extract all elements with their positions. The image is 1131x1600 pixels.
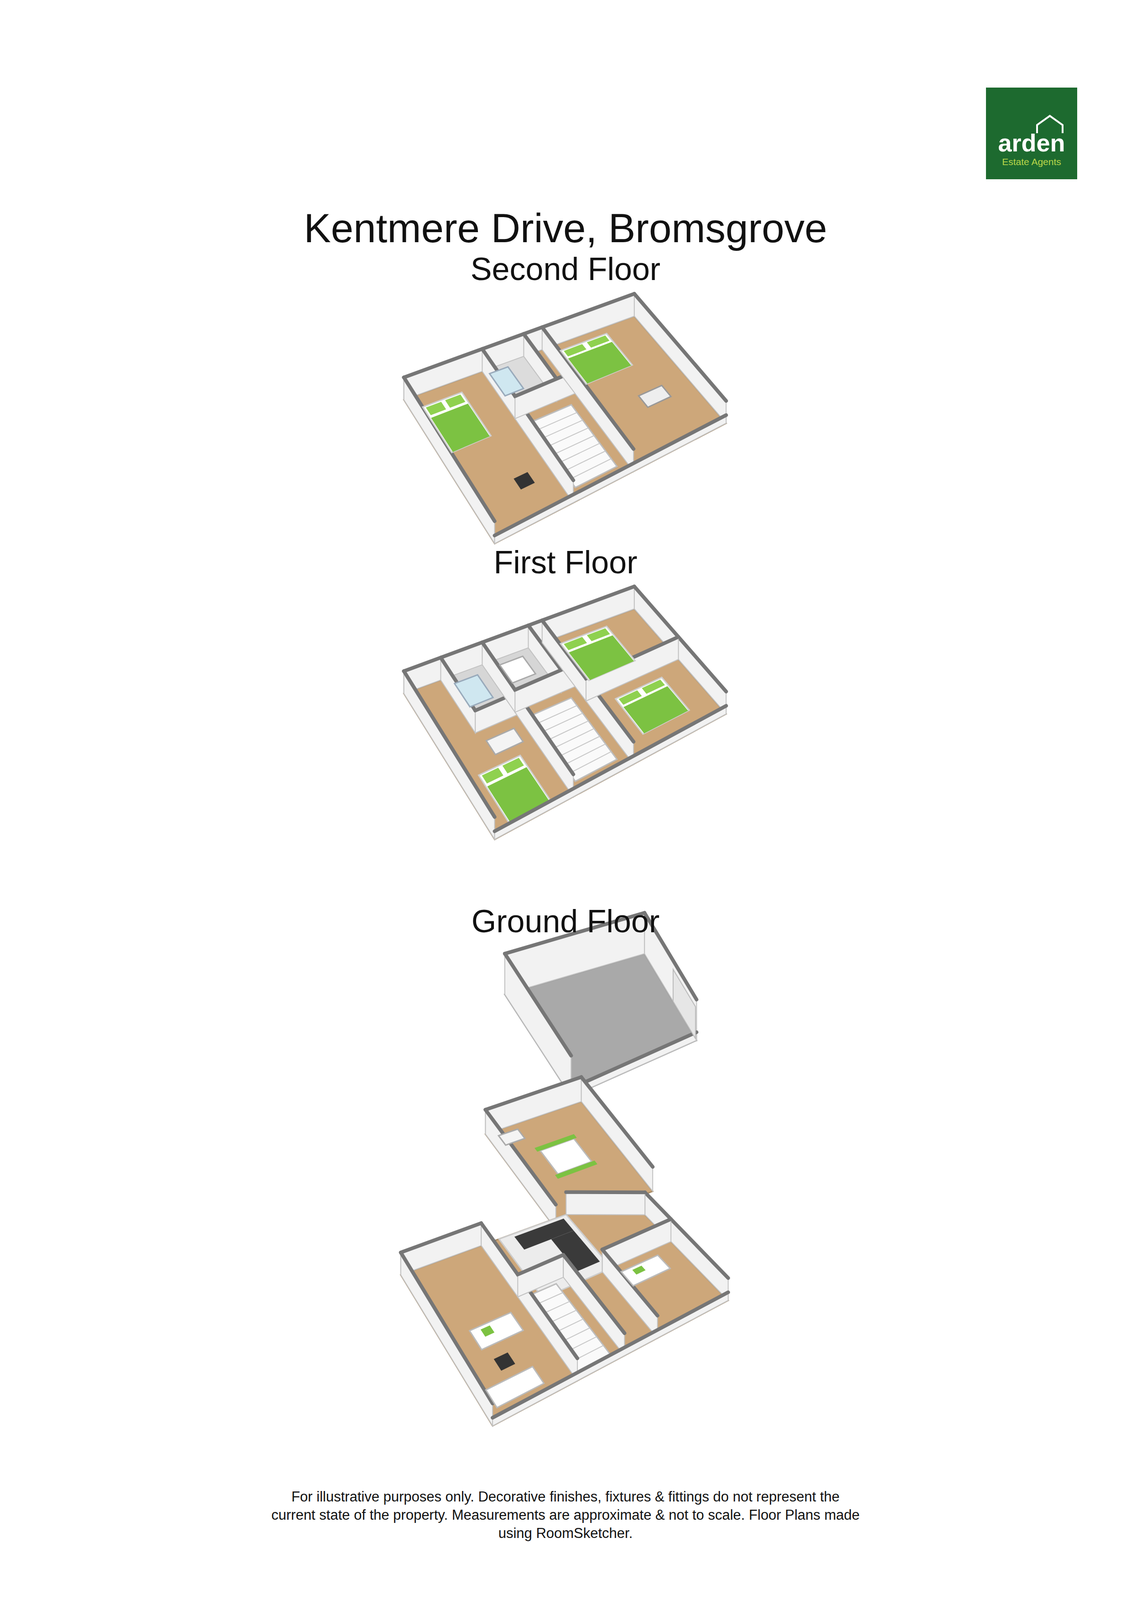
stair-step <box>541 420 583 439</box>
wall <box>517 1254 564 1297</box>
logo-box: ardenEstate Agents <box>985 87 1078 180</box>
wall <box>565 1192 645 1215</box>
wall-top <box>581 1076 654 1167</box>
stair-step <box>552 435 595 456</box>
wall-top <box>602 1219 672 1250</box>
stair-step <box>541 713 583 733</box>
ground-extension-plan <box>485 1076 653 1229</box>
wall-top <box>485 1076 582 1110</box>
wall <box>581 1077 654 1192</box>
wall <box>400 1223 482 1276</box>
pillow <box>641 679 665 694</box>
sofa <box>469 1312 524 1350</box>
wall-top <box>634 586 727 692</box>
wall <box>542 326 634 472</box>
wall <box>404 377 495 544</box>
stair-step <box>546 721 589 741</box>
wall-top <box>570 1032 697 1089</box>
wall-top <box>494 705 727 831</box>
wall-top <box>400 1223 482 1253</box>
wall <box>492 1291 729 1426</box>
wall <box>494 705 727 840</box>
pillow <box>563 343 587 357</box>
bed <box>422 392 492 453</box>
coffee-table <box>493 1352 516 1371</box>
stair-step <box>552 728 595 749</box>
stair-step <box>564 743 606 765</box>
logo-wordmark: arden <box>989 129 1074 157</box>
pillow <box>445 394 466 408</box>
page-title: Kentmere Drive, Bromsgrove <box>0 206 1131 251</box>
cushion <box>632 1265 646 1275</box>
sofa <box>621 1255 671 1286</box>
pillow <box>586 335 610 348</box>
wall-top <box>542 326 634 449</box>
wall-top <box>565 1190 645 1194</box>
bath <box>499 656 536 684</box>
wall <box>481 1223 578 1381</box>
floor-label: Second Floor <box>0 251 1131 287</box>
sideboard <box>498 1129 525 1146</box>
desk-chair <box>513 472 535 490</box>
wall <box>504 953 571 1097</box>
wall-top <box>494 415 727 536</box>
wall <box>404 671 495 840</box>
wall-top <box>517 1254 564 1275</box>
cushion <box>480 1325 495 1337</box>
stair-step <box>564 451 606 472</box>
bed <box>560 333 633 384</box>
floor-label: First Floor <box>0 544 1131 581</box>
pillow <box>502 757 524 774</box>
stair-step <box>558 736 600 757</box>
stair-step <box>535 705 577 725</box>
disclaimer: For illustrative purposes only. Decorati… <box>269 1487 862 1543</box>
dresser <box>486 728 524 755</box>
shower <box>454 674 494 707</box>
bed <box>615 677 690 734</box>
pillow <box>618 690 643 706</box>
garage-plan <box>504 912 697 1097</box>
floor-area <box>404 608 727 840</box>
stair-step <box>546 427 589 447</box>
stair-step <box>558 443 600 464</box>
wall-top <box>492 1291 729 1418</box>
wall <box>404 293 635 400</box>
bed <box>560 626 635 681</box>
wall-top <box>634 293 727 401</box>
pillow <box>586 628 611 642</box>
second-floor-plan <box>404 293 727 544</box>
pillow <box>563 637 587 651</box>
pillow <box>425 401 447 416</box>
first-floor-plan <box>404 586 727 840</box>
wall-top <box>504 953 571 1056</box>
chairs <box>555 1160 598 1179</box>
pillow <box>482 767 504 784</box>
wall <box>485 1109 556 1230</box>
desk <box>638 385 671 408</box>
wall-top <box>404 377 495 521</box>
shower <box>489 366 524 396</box>
ground-floor-plan <box>400 1192 729 1427</box>
wall <box>494 415 727 544</box>
floor-label: Ground Floor <box>0 903 1131 940</box>
wall <box>634 293 727 424</box>
stair-step <box>535 412 577 431</box>
chairs <box>534 1133 577 1152</box>
wall <box>485 1077 582 1135</box>
logo-tagline: Estate Agents <box>989 156 1074 167</box>
garage-door <box>673 969 696 1039</box>
